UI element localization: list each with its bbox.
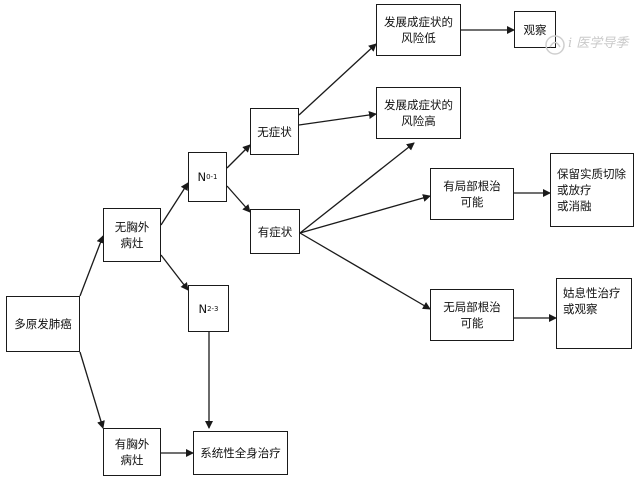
edge-symptomatic-to-high-risk	[299, 142, 415, 234]
watermark-text: i 医学导季	[568, 36, 629, 51]
edge-n01-to-asymptomatic	[226, 144, 251, 169]
node-symptomatic: 有症状	[250, 209, 300, 254]
edge-no-extrathoracic-to-n01	[160, 182, 189, 226]
n23-sub: 2-3	[207, 304, 219, 313]
node-systemic: 系统性全身治疗	[193, 431, 288, 475]
edge-symptomatic-to-local-possible	[299, 194, 431, 234]
node-resect: 保留实质切除 或放疗 或消融	[550, 153, 634, 227]
n23-base: N	[198, 301, 208, 316]
node-observe: 观察	[514, 11, 556, 48]
node-asymptomatic: 无症状	[250, 108, 299, 155]
node-no-extrathoracic: 无胸外 病灶	[103, 208, 161, 262]
edge-n01-to-symptomatic	[226, 185, 251, 213]
edge-root-to-has-extrathoracic	[79, 351, 105, 429]
node-low-risk: 发展成症状的 风险低	[376, 4, 461, 56]
node-local-possible: 有局部根治 可能	[430, 168, 514, 220]
edge-no-extrathoracic-to-n23	[160, 254, 189, 291]
edge-asymptomatic-to-high-risk	[298, 111, 377, 126]
n01-base: N	[197, 170, 207, 184]
n01-sub: 0-1	[206, 173, 218, 181]
node-has-extrathoracic: 有胸外 病灶	[103, 428, 161, 476]
node-high-risk: 发展成症状的 风险高	[376, 87, 461, 139]
node-root: 多原发肺癌	[6, 296, 80, 352]
edge-root-to-no-extrathoracic	[79, 235, 105, 297]
node-local-impossible: 无局部根治 可能	[430, 289, 514, 341]
edge-asymptomatic-to-low-risk	[298, 43, 377, 116]
watermark-logo-icon	[545, 35, 565, 55]
edge-symptomatic-to-local-impossible	[299, 232, 431, 310]
node-palliative: 姑息性治疗 或观察	[556, 278, 632, 349]
